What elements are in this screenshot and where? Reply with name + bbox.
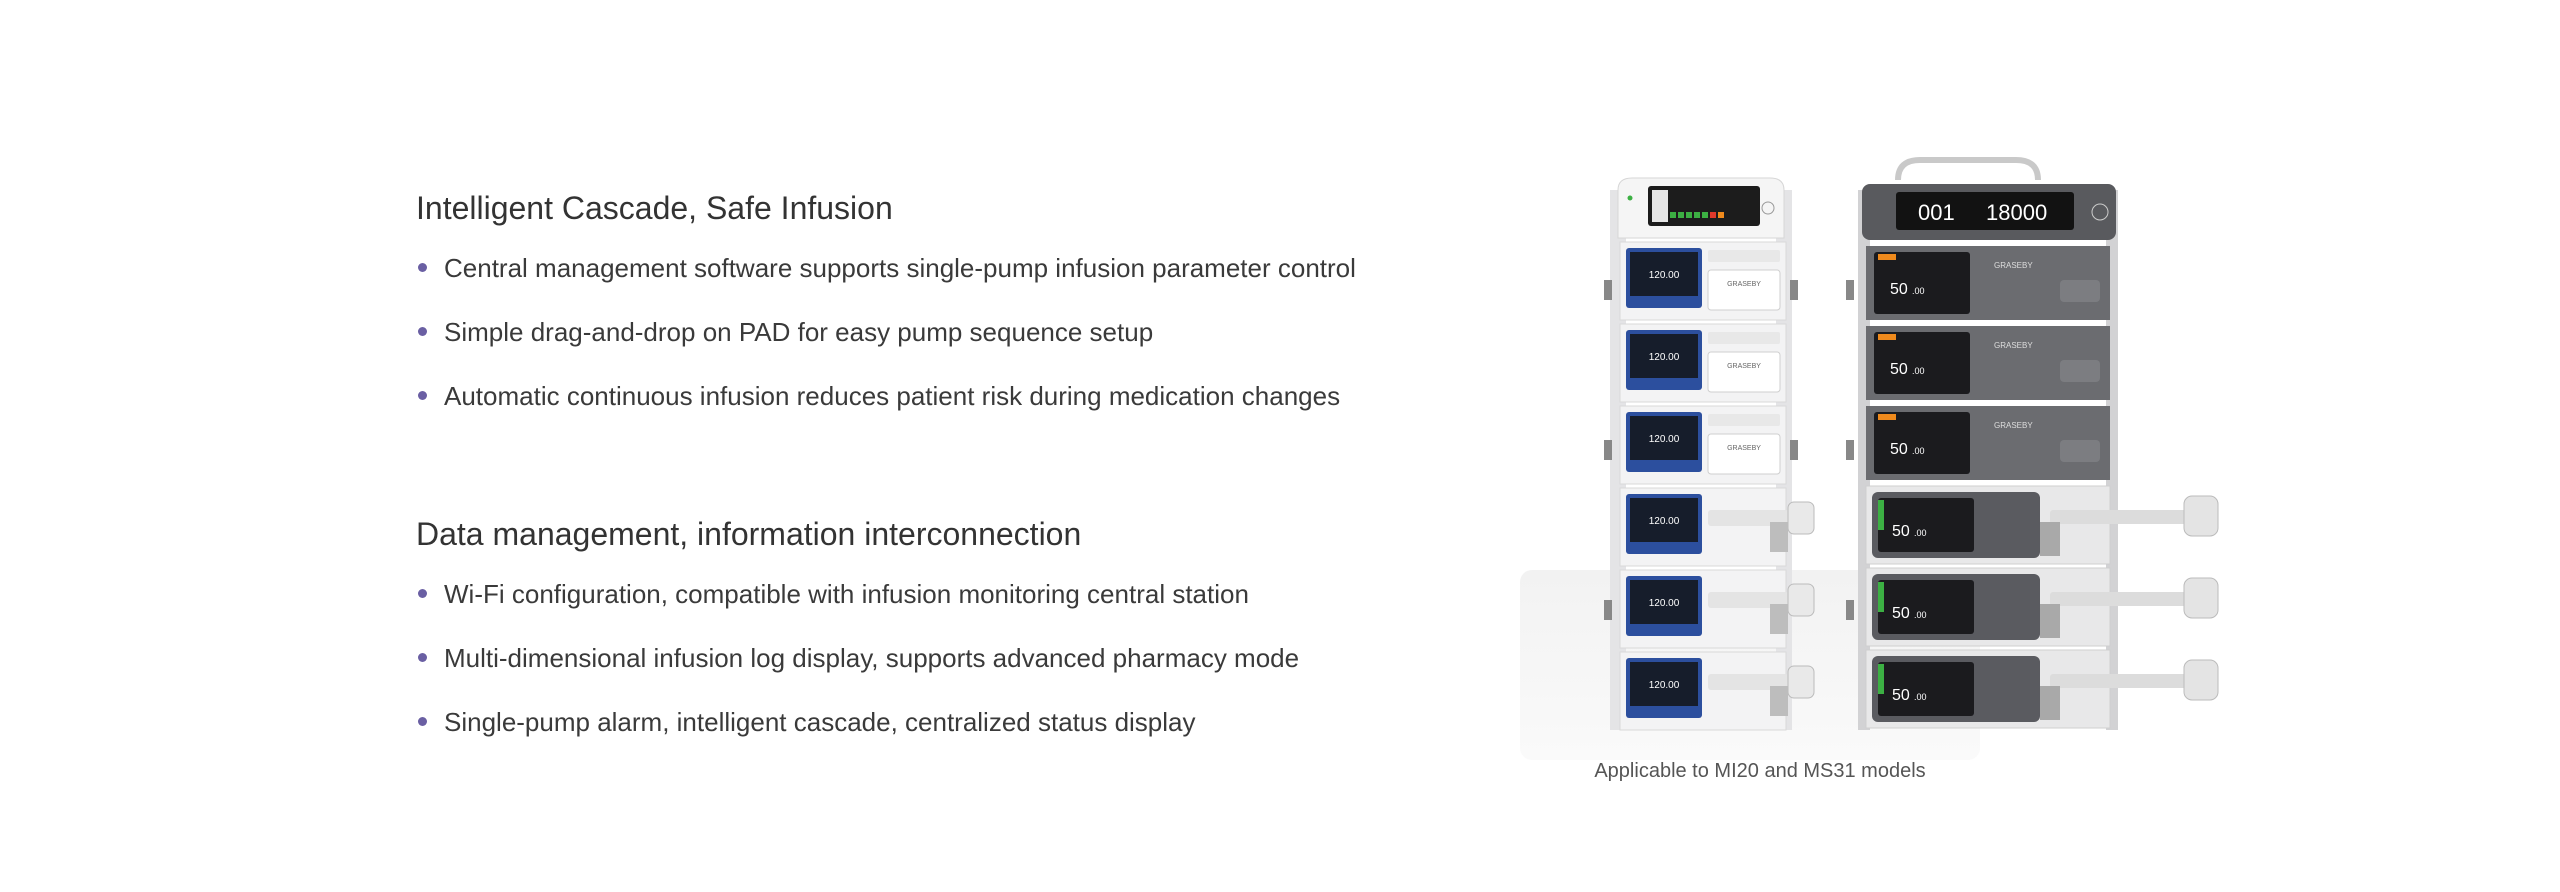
svg-text:.00: .00: [1914, 528, 1927, 538]
svg-text:50: 50: [1892, 687, 1910, 704]
svg-text:50: 50: [1892, 523, 1910, 540]
section-title: Intelligent Cascade, Safe Infusion: [416, 190, 893, 226]
svg-text:120.00: 120.00: [1649, 270, 1680, 281]
pump-module: 120.00 GRASEBY: [1619, 323, 1787, 403]
svg-text:.00: .00: [1914, 692, 1927, 702]
bullet-dot-icon: [418, 391, 427, 400]
display-left: 001: [1918, 200, 1955, 225]
product-caption: Applicable to MI20 and MS31 models: [1594, 760, 1926, 782]
svg-text:GRASEBY: GRASEBY: [1727, 281, 1761, 288]
feature-list: Wi-Fi configuration, compatible with inf…: [416, 562, 1416, 754]
syringe-pump-module: 120.00: [1619, 651, 1815, 731]
svg-text:GRASEBY: GRASEBY: [1994, 261, 2033, 270]
svg-text:50: 50: [1890, 361, 1908, 378]
section-data-management: Data management, information interconnec…: [416, 506, 1416, 754]
bullet-dot-icon: [418, 263, 427, 272]
svg-text:GRASEBY: GRASEBY: [1994, 421, 2033, 430]
svg-text:50: 50: [1892, 605, 1910, 622]
svg-text:120.00: 120.00: [1649, 352, 1680, 363]
list-item-text: Automatic continuous infusion reduces pa…: [444, 381, 1341, 411]
pump-module: 50 .00 GRASEBY: [1866, 326, 2110, 400]
pump-module: 50 .00 GRASEBY: [1866, 406, 2110, 480]
list-item-text: Central management software supports sin…: [444, 253, 1356, 283]
section-intelligent-cascade: Intelligent Cascade, Safe Infusion Centr…: [416, 180, 1416, 428]
list-item: Central management software supports sin…: [416, 236, 1416, 300]
svg-text:50: 50: [1890, 281, 1908, 298]
svg-text:GRASEBY: GRASEBY: [1727, 363, 1761, 370]
svg-text:.00: .00: [1914, 610, 1927, 620]
syringe-pump-module: 50 .00: [1865, 649, 2219, 729]
list-item-text: Single-pump alarm, intelligent cascade, …: [444, 707, 1196, 737]
display-right: 18000: [1986, 200, 2047, 225]
list-item: Multi-dimensional infusion log display, …: [416, 626, 1416, 690]
syringe-pump-module: 50 .00: [1865, 485, 2219, 565]
svg-text:GRASEBY: GRASEBY: [1727, 445, 1761, 452]
svg-text:120.00: 120.00: [1649, 680, 1680, 691]
list-item: Automatic continuous infusion reduces pa…: [416, 364, 1416, 428]
feature-list: Central management software supports sin…: [416, 236, 1416, 428]
bullet-dot-icon: [418, 589, 427, 598]
left-pump-stack: 120.00 GRASEBY 120.00 GRASEBY 120.00: [1604, 177, 1815, 731]
bullet-dot-icon: [418, 327, 427, 336]
svg-text:120.00: 120.00: [1649, 516, 1680, 527]
svg-text:50: 50: [1890, 441, 1908, 458]
svg-text:GRASEBY: GRASEBY: [1994, 341, 2033, 350]
list-item-text: Wi-Fi configuration, compatible with inf…: [444, 579, 1249, 609]
list-item: Simple drag-and-drop on PAD for easy pum…: [416, 300, 1416, 364]
syringe-pump-module: 120.00: [1619, 487, 1815, 567]
bullet-dot-icon: [418, 653, 427, 662]
bullet-dot-icon: [418, 717, 427, 726]
svg-text:.00: .00: [1912, 366, 1925, 376]
features-column: Intelligent Cascade, Safe Infusion Centr…: [416, 180, 1416, 754]
svg-text:120.00: 120.00: [1649, 598, 1680, 609]
infusion-pump-stacks-image: 120.00 GRASEBY 120.00 GRASEBY 120.00: [1520, 157, 2219, 760]
list-item-text: Simple drag-and-drop on PAD for easy pum…: [444, 317, 1154, 347]
list-item: Single-pump alarm, intelligent cascade, …: [416, 690, 1416, 754]
svg-text:120.00: 120.00: [1649, 434, 1680, 445]
list-item: Wi-Fi configuration, compatible with inf…: [416, 562, 1416, 626]
right-pump-stack: 001 18000 50 .00 GRASEBY 50 .00 GRASEBY: [1846, 157, 2219, 730]
pump-module: 50 .00 GRASEBY: [1866, 246, 2110, 320]
list-item-text: Multi-dimensional infusion log display, …: [444, 643, 1300, 673]
product-image-area: 120.00 GRASEBY 120.00 GRASEBY 120.00: [1520, 150, 2380, 810]
pump-module: 120.00 GRASEBY: [1619, 241, 1787, 321]
section-title: Data management, information interconnec…: [416, 516, 1082, 552]
syringe-pump-module: 120.00: [1619, 569, 1815, 649]
syringe-pump-module: 50 .00: [1865, 567, 2219, 647]
svg-text:.00: .00: [1912, 286, 1925, 296]
svg-text:.00: .00: [1912, 446, 1925, 456]
pump-module: 120.00 GRASEBY: [1619, 405, 1787, 485]
